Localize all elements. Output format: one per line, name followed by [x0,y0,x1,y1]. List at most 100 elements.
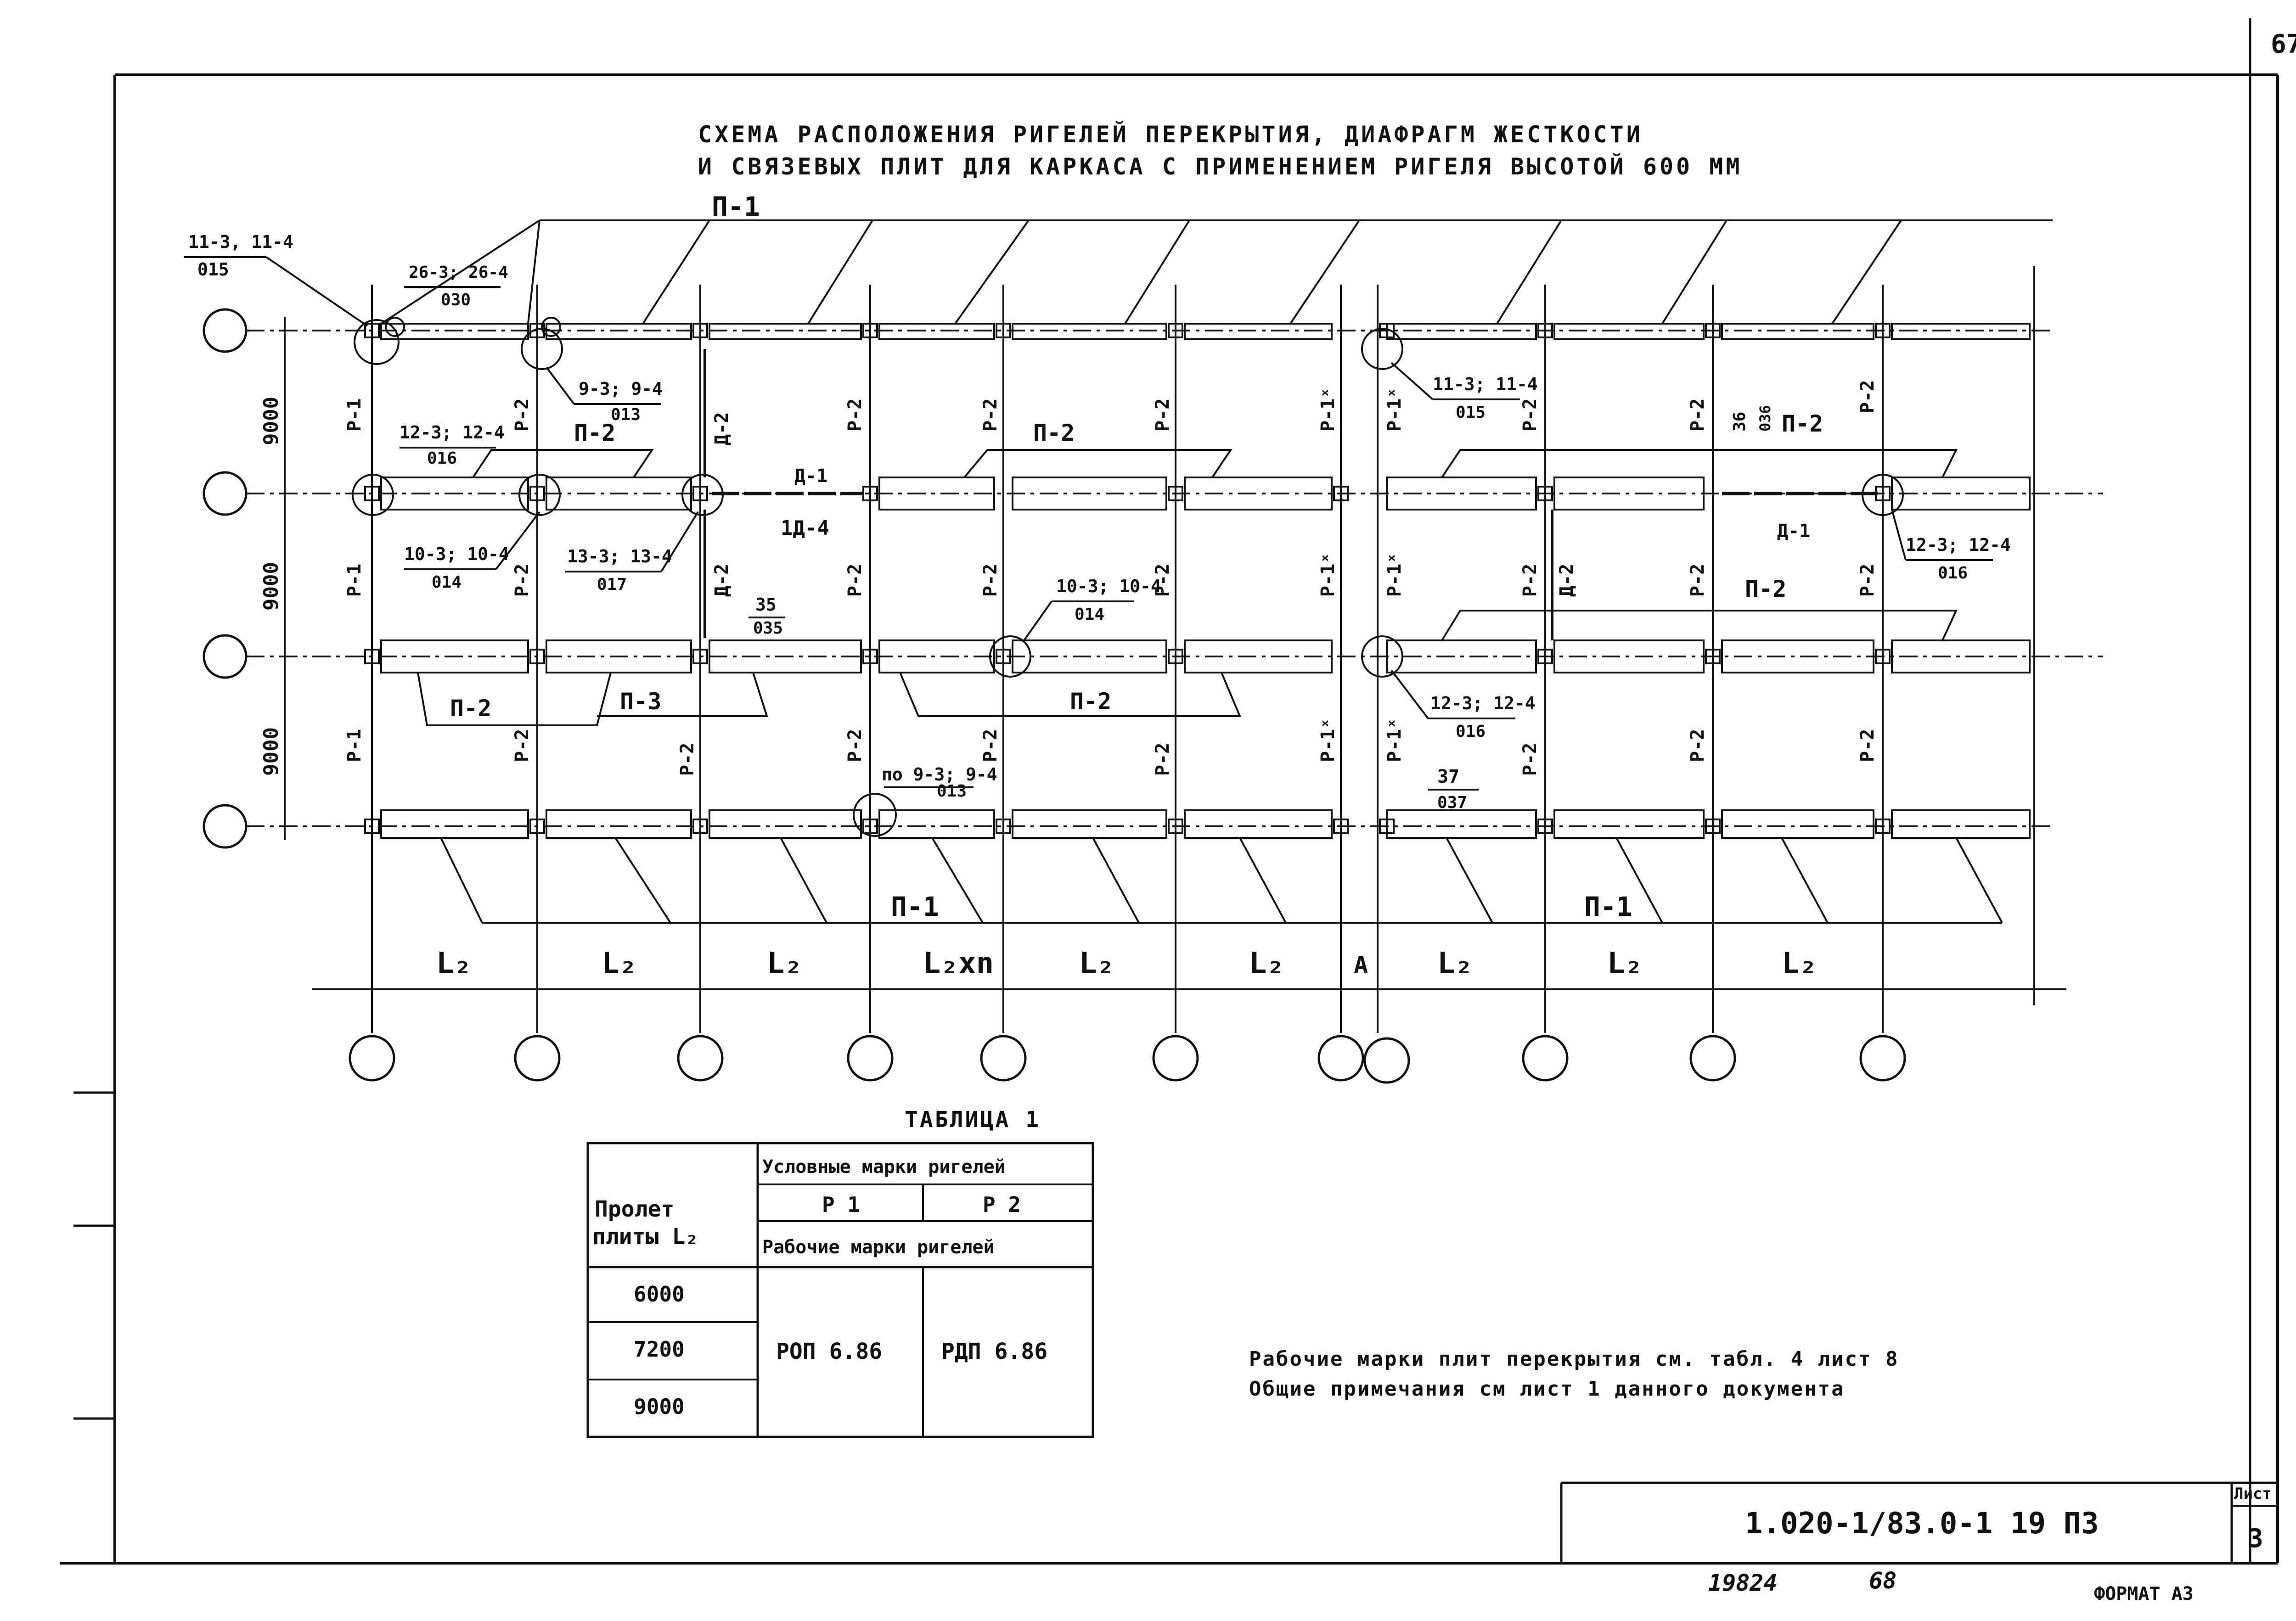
inventory-number: 19824 [1708,1570,1778,1596]
beam-label-r2: Р-2 [1152,564,1173,597]
diaphragm-d1-right: Д-1 [1777,521,1810,542]
beam-label-r2: Р-2 [844,564,866,597]
row-dim-2: 9000 [259,562,283,611]
beam-label-r2: Р-2 [1857,729,1878,762]
beam-label-r2: Р-2 [512,729,533,762]
beam-label-r1x: Р-1ˣ [1384,718,1405,762]
span-label-3: L₂ [767,947,802,981]
title-block [1560,1481,2278,1563]
vertical-beam-labels: Р-1 Р-1 Р-1 Р-2 Р-2 Р-2 Р-2 Д-2 Д-2 Р-2 … [344,380,1878,776]
slab-p2-mid-right: П-2 [1782,410,1823,437]
beam-label-r2: Р-2 [1857,564,1878,597]
node-label-4-top: 12-3; 12-4 [400,422,505,443]
columns [364,323,1891,834]
node-label-4-bottom: 016 [427,449,457,468]
beam-label-r1x: Р-1ˣ [1317,387,1339,432]
beam-label-r2: Р-2 [1687,398,1708,432]
bottom-axis-markers [349,1035,1906,1084]
beam-label-r1x: Р-1ˣ [1317,553,1339,597]
table-caption: ТАБЛИЦА 1 [905,1107,1041,1133]
node-label-5-top: 10-3; 10-4 [404,544,509,564]
table-span-6000: 6000 [634,1282,685,1307]
beam-label-r2: Р-2 [844,398,866,432]
slab-p1-top-hatch [380,219,2053,325]
beam-label-r2: Р-2 [1519,564,1541,597]
beam-rails [380,323,2031,839]
node-label-7-bottom: 035 [753,619,783,638]
page-number: 67 [2271,29,2296,59]
span-label-8: L₂ [1437,947,1473,981]
beam-label-r2: Р-2 [980,729,1001,762]
title-line-1: СХЕМА РАСПОЛОЖЕНИЯ РИГЕЛЕЙ ПЕРЕКРЫТИЯ, Д… [698,121,1643,148]
sheet-number: 3 [2248,1524,2263,1554]
node-label-7-top: 35 [755,595,777,615]
node-label-8-top: 10-3; 10-4 [1056,576,1161,596]
beam-label-r2: Р-2 [980,398,1001,432]
beam-label-r2: Р-2 [1687,564,1708,597]
footer-number-2: 68 [1869,1567,1896,1594]
table-header-conditional: Условные марки ригелей [762,1156,1006,1178]
row-dim-3: 9000 [259,727,283,776]
beam-label-r2: Р-2 [1519,398,1541,432]
node-label-12-top: 12-3; 12-4 [1906,535,2011,555]
format-label: ФОРМАТ А3 [2094,1583,2194,1604]
beam-label-r2: Р-2 [980,564,1001,597]
beam-label-r2: Р-2 [512,398,533,432]
sheet-label: Лист [2234,1485,2272,1503]
beam-label-r2: Р-2 [512,564,533,597]
span-label-1: L₂ [436,947,472,981]
slab-p2-mid-left: П-2 [574,420,615,446]
span-label-4: L₂xn [923,947,994,981]
beam-label-r2: Р-2 [1152,743,1173,776]
row-dim-1: 9000 [259,397,283,445]
node-labels [184,256,1993,791]
doc-code: 1.020-1/83.0-1 19 ПЗ [1745,1507,2099,1541]
node-callouts [352,317,1904,837]
table-grid [586,1142,1094,1438]
diaphragm-1d4: 1Д-4 [781,516,829,540]
beam-label-r2: Р-2 [1519,743,1541,776]
node-label-6-bottom: 017 [597,575,627,594]
node-label-1-bottom: 015 [197,259,229,280]
table-col-r1: Р 1 [822,1192,860,1217]
node-label-1-top: 11-3, 11-4 [188,232,293,252]
diaphragms [703,349,1883,640]
vertical-grid-axes [312,266,2066,1033]
beam-label-r2: Р-2 [844,729,866,762]
beam-label-r1x: Р-1ˣ [1384,553,1405,597]
table-header-span-1: Пролет [595,1196,674,1222]
table-span-9000: 9000 [634,1394,685,1419]
node-label-13-bottom: 016 [1456,722,1486,741]
note-line-2: Общие примечания см лист 1 данного докум… [1249,1377,1845,1401]
note-line-1: Рабочие марки плит перекрытия см. табл. … [1249,1347,1899,1371]
node-label-14-bottom: 037 [1437,793,1467,812]
node-label-9-top: по 9-3; 9-4 [882,764,997,785]
span-label-2: L₂ [602,947,637,981]
diaphragm-d1-left: Д-1 [794,466,827,487]
table-header-working: Рабочие марки ригелей [762,1237,995,1258]
node-label-5-bottom: 014 [432,573,461,592]
node-label-2-bottom: 030 [441,291,471,309]
span-label-7: A [1354,952,1368,979]
beam-label-r1: Р-1 [344,398,365,432]
node-label-3-bottom: 013 [611,405,641,424]
node-label-11-bottom: 036 [1756,405,1774,432]
slab-p1-bottom-hatch [440,837,2003,924]
slab-p2-outlines [417,449,1958,726]
slab-p2-low-left: П-2 [450,695,491,722]
span-label-10: L₂ [1782,947,1817,981]
sheet-frame [60,18,2279,1565]
slab-p3-low: П-3 [620,688,661,715]
node-label-13-top: 12-3; 12-4 [1430,693,1536,713]
span-label-6: L₂ [1249,947,1284,981]
beam-label-r1x: Р-1ˣ [1384,387,1405,432]
beam-label-d2: Д-2 [711,412,732,445]
node-label-8-bottom: 014 [1075,605,1104,624]
table-r1-mark: РОП 6.86 [776,1339,882,1364]
beam-label-d2: Д-2 [711,564,732,597]
beam-label-r2: Р-2 [677,743,698,776]
table-col-r2: Р 2 [983,1192,1021,1217]
beam-label-r1: Р-1 [344,729,365,762]
slab-p2-mid-center: П-2 [1033,420,1075,446]
